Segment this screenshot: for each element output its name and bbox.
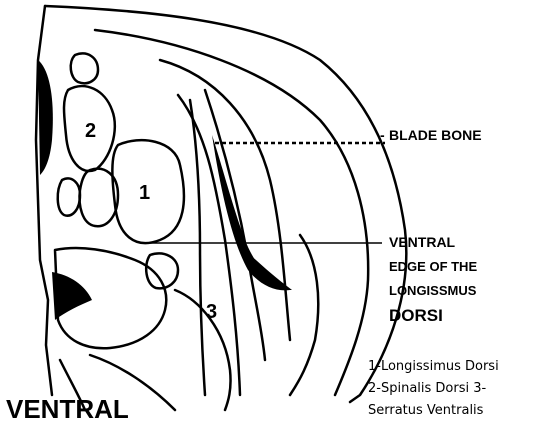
blade-bone-dash: - [380,127,385,143]
legend-line-3: Serratus Ventralis [368,403,484,418]
ventral-edge-label-line-2: EDGE OF THE [389,259,477,274]
label-number-2: 2 [85,120,96,142]
ventral-label: VENTRAL [6,394,129,424]
arc-2 [178,95,240,395]
legend-line-1: 1-Longissimus Dorsi [368,359,499,374]
blade-bone-label: BLADE BONE [389,127,482,143]
label-number-3: 3 [206,301,217,323]
small-oval-top [71,53,98,83]
arc-5 [290,235,318,395]
vertebra-small [58,178,80,215]
ventral-edge-label-line-3: LONGISSMUS [389,283,477,298]
left-black-upper [38,60,53,175]
ventral-edge-label-line-1: VENTRAL [389,234,456,250]
left-black-lower [52,272,92,320]
label-number-1: 1 [139,182,150,204]
ventral-edge-label-line-4: DORSI [389,306,443,325]
vertebra-body [80,169,118,226]
legend-line-2: 2-Spinalis Dorsi 3- [368,381,487,396]
